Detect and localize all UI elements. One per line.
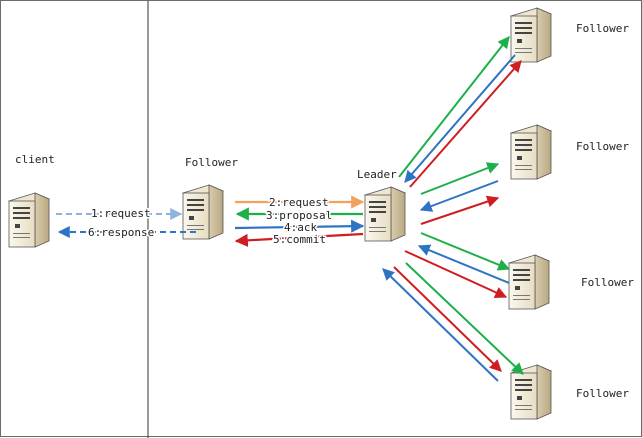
- leader-label: Leader: [357, 168, 397, 181]
- arrow-proposal-r3: [420, 232, 511, 271]
- follower-r4-server-icon: [510, 364, 552, 420]
- follower-r2-server-icon: [510, 124, 552, 180]
- arrow-commit-r1: [409, 60, 522, 188]
- client-server-icon: [8, 192, 50, 248]
- follower-left-server-icon: [182, 184, 224, 240]
- label-ack-4: 4:ack: [284, 221, 317, 234]
- label-request-2: 2:request: [269, 196, 329, 209]
- client-label: client: [15, 153, 55, 166]
- follower-r3-label: Follower: [581, 276, 634, 289]
- arrow-proposal-r1: [398, 36, 510, 178]
- arrow-proposal-r4: [405, 262, 524, 375]
- follower-left-label: Follower: [185, 156, 238, 169]
- label-response-6: 6:response: [88, 226, 154, 239]
- arrow-commit-r4: [393, 266, 502, 372]
- arrow-ack-r4: [382, 268, 499, 382]
- follower-r1-server-icon: [510, 7, 552, 63]
- follower-r3-server-icon: [508, 254, 550, 310]
- label-commit-5: 5:commit: [273, 233, 326, 246]
- arrow-ack-r2: [419, 180, 499, 212]
- arrow-ack-r1: [404, 54, 516, 183]
- arrow-ack-r3: [417, 244, 510, 284]
- leader-server-icon: [364, 186, 406, 242]
- arrow-ack-4: [234, 219, 365, 233]
- arrow-commit-r2: [420, 195, 500, 225]
- label-request-1: 1:request: [91, 207, 151, 220]
- arrow-commit-r3: [404, 250, 508, 298]
- arrow-proposal-r2: [420, 162, 500, 195]
- follower-r4-label: Follower: [576, 387, 629, 400]
- label-proposal-3: 3:proposal: [266, 209, 332, 222]
- follower-r1-label: Follower: [576, 22, 629, 35]
- follower-r2-label: Follower: [576, 140, 629, 153]
- arrow-commit-5: [234, 232, 364, 247]
